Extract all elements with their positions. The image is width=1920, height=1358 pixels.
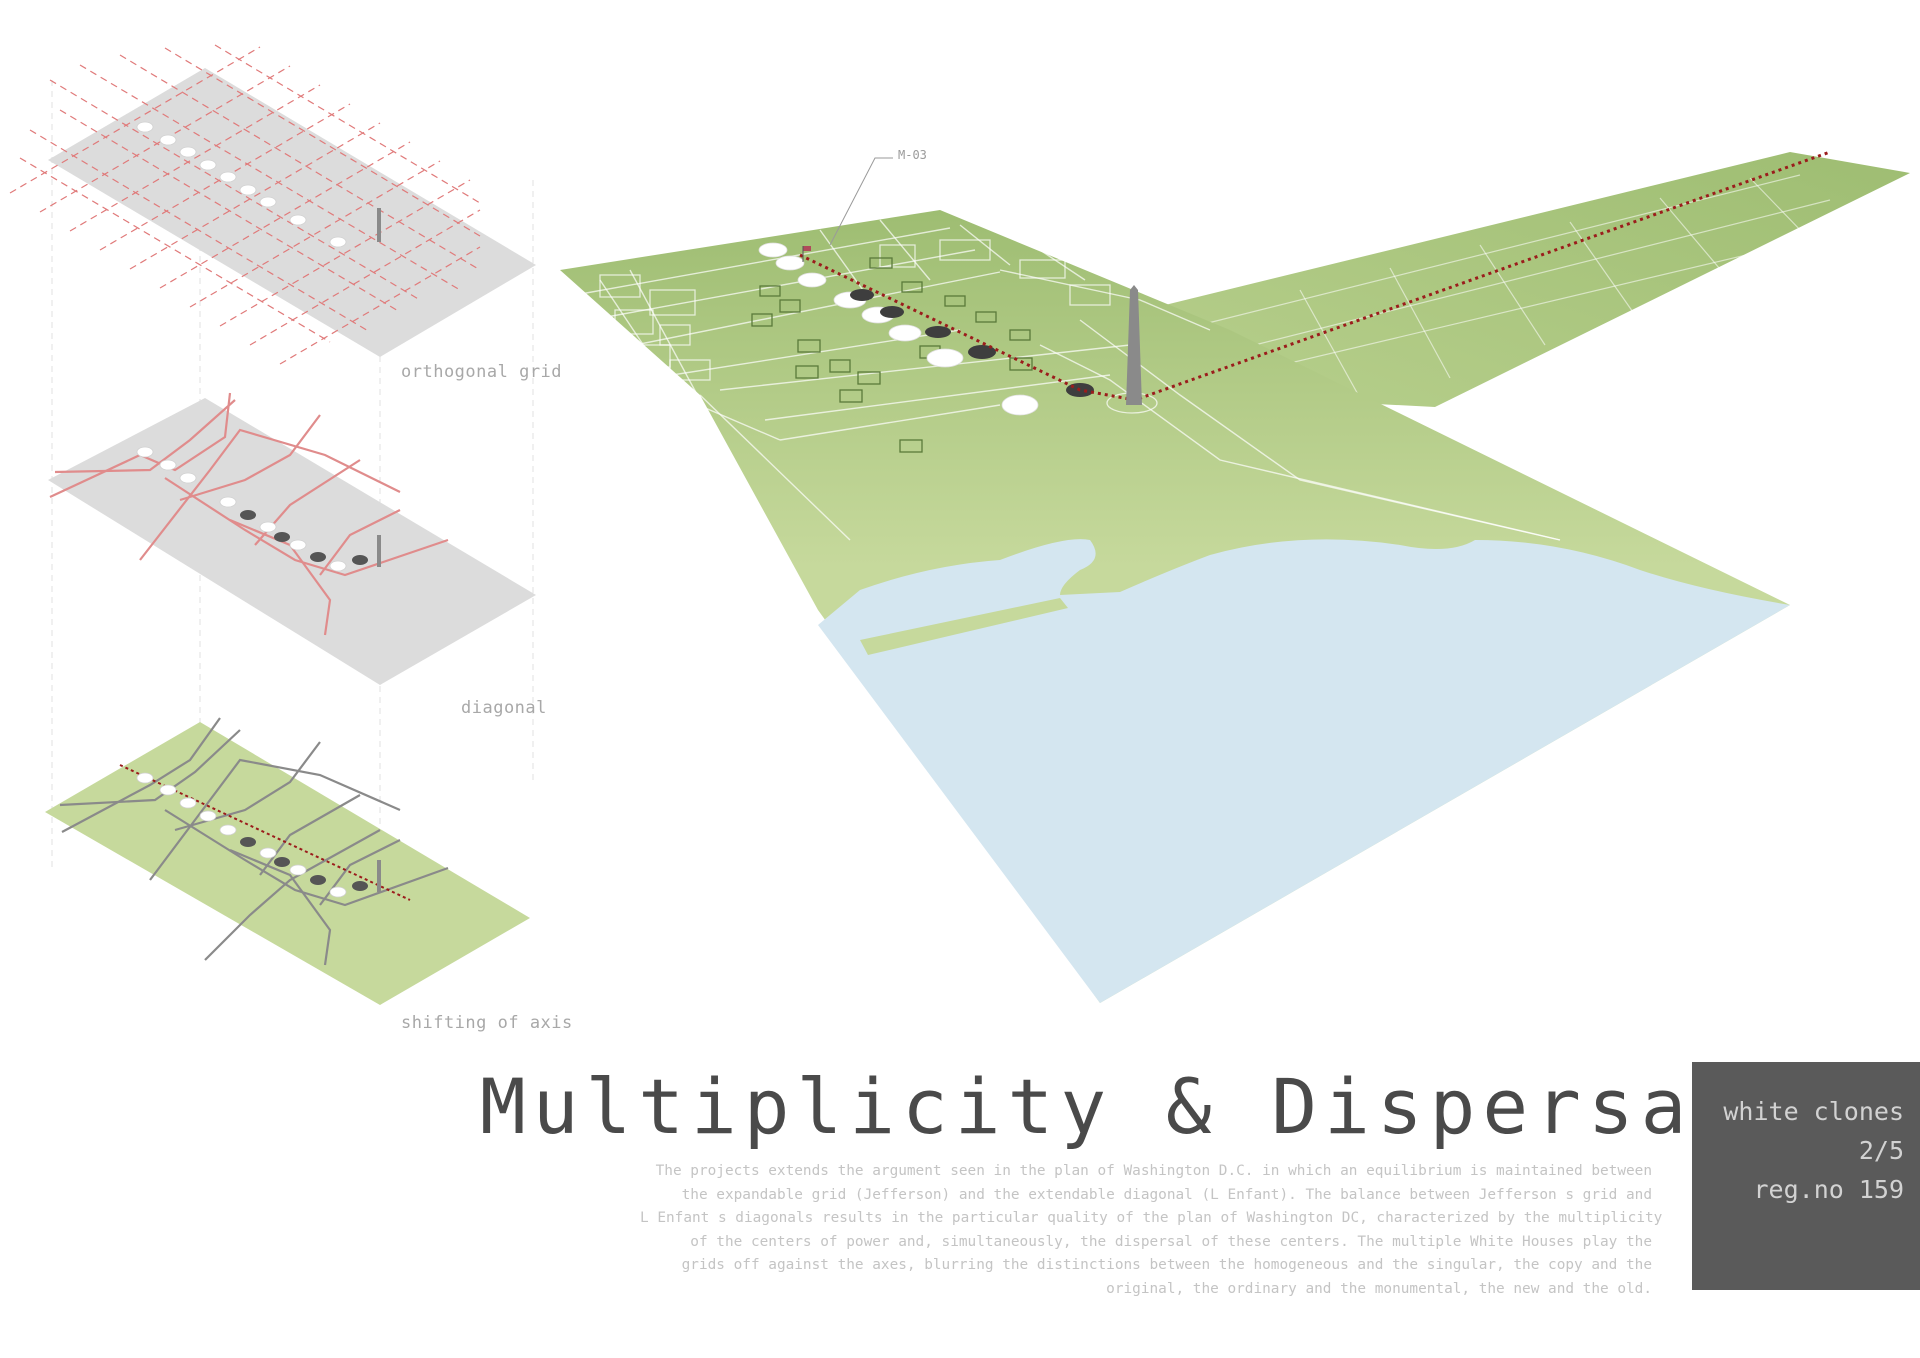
description-line: original, the ordinary and the monumenta… xyxy=(1106,1280,1652,1297)
mall-arm-grid xyxy=(1179,174,1861,399)
white-house-clones xyxy=(136,121,347,248)
monument-icon xyxy=(377,535,381,567)
building-outlines xyxy=(599,239,1158,414)
caption-shifting-of-axis: shifting of axis xyxy=(401,1013,573,1033)
monument-icon xyxy=(377,208,381,242)
caption-diagonal: diagonal xyxy=(461,698,547,718)
info-series: white clones xyxy=(1723,1097,1904,1126)
description-line: the expandable grid (Jefferson) and the … xyxy=(681,1186,1652,1203)
diagram-shifting-of-axis xyxy=(45,717,530,1005)
page-title: Multiplicity & Dispersal xyxy=(480,1062,1747,1151)
diagram-orthogonal-grid xyxy=(9,44,536,365)
red-axis-line xyxy=(119,764,411,901)
washington-monument-icon xyxy=(1126,285,1142,405)
river xyxy=(818,539,1790,1003)
info-registration: reg.no 159 xyxy=(1753,1175,1904,1204)
diagonal-lines xyxy=(49,392,449,636)
dark-house-clones xyxy=(850,289,1094,397)
description-line: L Enfant s diagonals results in the part… xyxy=(640,1210,1663,1226)
marker-leader xyxy=(829,157,893,246)
mall-arm xyxy=(1165,152,1910,407)
axis-lines xyxy=(59,717,449,966)
flag-icon xyxy=(803,246,811,251)
dark-house-clones xyxy=(240,510,368,565)
dark-house-clones xyxy=(240,837,368,891)
caption-orthogonal-grid: orthogonal grid xyxy=(401,362,563,382)
diagram-diagonal xyxy=(48,392,536,685)
marker-label: M-03 xyxy=(898,148,927,162)
info-box: white clones 2/5 reg.no 159 xyxy=(1692,1062,1920,1290)
white-house-clones xyxy=(136,446,347,572)
street-lines xyxy=(574,219,1561,541)
project-description: The projects extends the argument seen i… xyxy=(640,1160,1663,1301)
description-line: The projects extends the argument seen i… xyxy=(655,1163,1652,1179)
monument-icon xyxy=(377,860,381,892)
tidal-basin xyxy=(860,598,1068,655)
white-house-clones xyxy=(136,772,347,898)
info-sheet-number: 2/5 xyxy=(1858,1136,1904,1165)
axis-line xyxy=(799,150,1831,402)
description-line: of the centers of power and, simultaneou… xyxy=(690,1233,1652,1250)
description-line: grids off against the axes, blurring the… xyxy=(681,1257,1652,1273)
washington-map xyxy=(560,150,1910,1003)
